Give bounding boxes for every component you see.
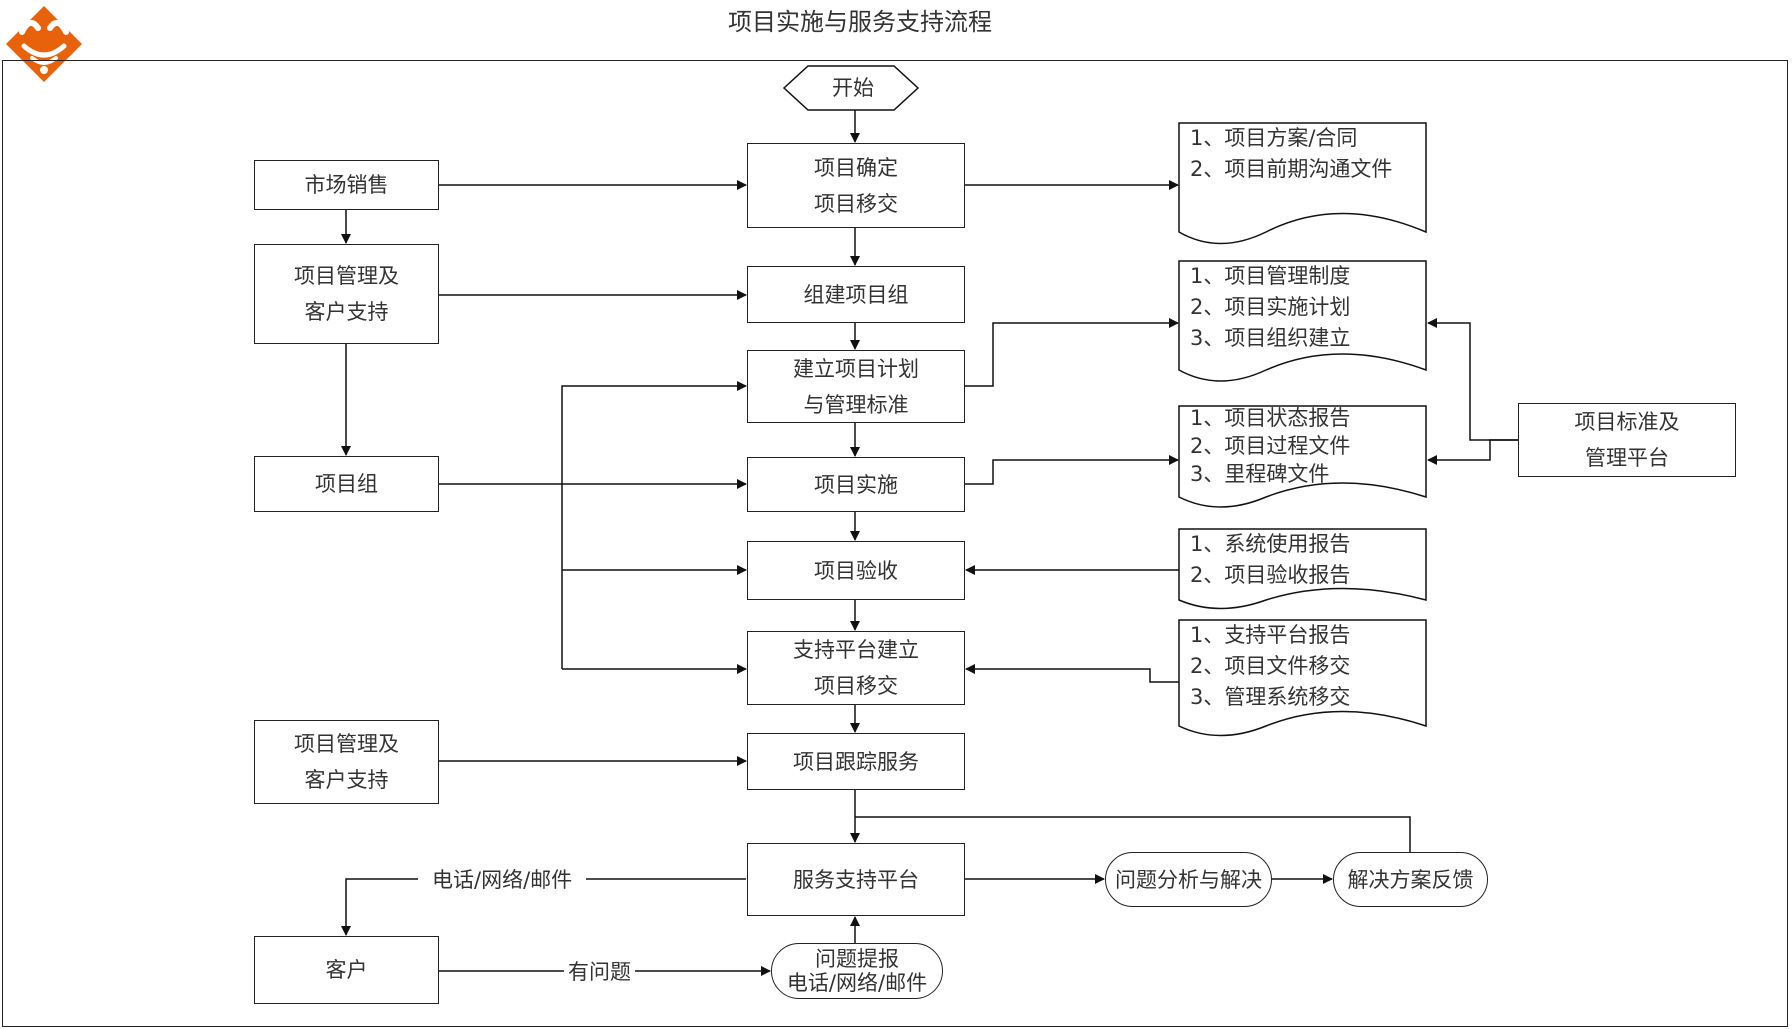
box-build-team: 组建项目组: [747, 266, 965, 323]
doc-shape-5: [1178, 619, 1427, 737]
box-customer-label: 客户: [325, 958, 368, 982]
box-acceptance: 项目验收: [747, 541, 965, 600]
doc-4-item-2: 2、项目验收报告: [1190, 563, 1351, 587]
start-label: 开始: [832, 72, 874, 102]
box-project-confirm-line1: 项目确定: [814, 155, 898, 180]
box-standard-platform: 项目标准及 管理平台: [1518, 403, 1736, 477]
box-standard-platform-line1: 项目标准及: [1574, 410, 1680, 434]
box-project-confirm-line2: 项目移交: [814, 191, 898, 216]
box-standard-platform-line2: 管理平台: [1585, 446, 1669, 470]
pill-problem-report-line2: 电话/网络/邮件: [786, 971, 928, 995]
box-implementation-label: 项目实施: [814, 472, 898, 497]
box-project-plan-line1: 建立项目计划: [793, 356, 919, 381]
doc-list-4: 1、系统使用报告 2、项目验收报告: [1190, 529, 1350, 591]
box-service-platform-label: 服务支持平台: [793, 867, 919, 892]
pill-solution-feedback-label: 解决方案反馈: [1347, 867, 1474, 892]
doc-shape-4: [1178, 528, 1427, 610]
box-tracking-service-label: 项目跟踪服务: [793, 749, 919, 774]
box-pm-support-1-line2: 客户支持: [304, 300, 389, 324]
doc-1-item-1: 1、项目方案/合同: [1190, 126, 1358, 150]
box-support-build-line1: 支持平台建立: [793, 638, 919, 662]
box-pm-support-2: 项目管理及 客户支持: [254, 720, 439, 804]
doc-list-2: 1、项目管理制度 2、项目实施计划 3、项目组织建立: [1190, 261, 1350, 354]
box-project-group-label: 项目组: [315, 472, 378, 496]
box-market-sales-label: 市场销售: [304, 173, 389, 197]
doc-2-item-1: 1、项目管理制度: [1190, 264, 1351, 288]
diagram-frame: [2, 60, 1788, 1027]
pill-problem-analysis: 问题分析与解决: [1105, 852, 1272, 907]
box-pm-support-1-line1: 项目管理及: [294, 264, 399, 288]
box-project-group: 项目组: [254, 456, 439, 512]
box-market-sales: 市场销售: [254, 160, 439, 210]
box-project-plan: 建立项目计划 与管理标准: [747, 350, 965, 423]
pill-problem-report-line1: 问题提报: [815, 947, 899, 971]
doc-shape-3: [1178, 405, 1427, 508]
box-build-team-label: 组建项目组: [803, 282, 909, 307]
doc-list-5: 1、支持平台报告 2、项目文件移交 3、管理系统移交: [1190, 620, 1350, 713]
pill-problem-report: 问题提报 电话/网络/邮件: [771, 943, 943, 999]
doc-shape-1: [1178, 122, 1427, 245]
doc-5-item-3: 3、管理系统移交: [1190, 685, 1351, 709]
doc-3-item-2: 2、项目过程文件: [1190, 434, 1351, 458]
box-service-platform: 服务支持平台: [747, 843, 965, 916]
box-tracking-service: 项目跟踪服务: [747, 733, 965, 790]
box-support-build: 支持平台建立 项目移交: [747, 631, 965, 705]
box-implementation: 项目实施: [747, 457, 965, 512]
doc-1-item-2: 2、项目前期沟通文件: [1190, 157, 1393, 181]
doc-5-item-1: 1、支持平台报告: [1190, 623, 1351, 647]
pill-problem-analysis-label: 问题分析与解决: [1115, 867, 1262, 892]
doc-5-item-2: 2、项目文件移交: [1190, 654, 1351, 678]
contact-channel-label: 电话/网络/邮件: [418, 864, 587, 894]
doc-3-item-1: 1、项目状态报告: [1190, 406, 1351, 430]
doc-list-1: 1、项目方案/合同 2、项目前期沟通文件: [1190, 123, 1392, 185]
doc-4-item-1: 1、系统使用报告: [1190, 532, 1351, 556]
doc-list-3: 1、项目状态报告 2、项目过程文件 3、里程碑文件: [1190, 404, 1350, 488]
box-pm-support-2-line1: 项目管理及: [294, 732, 399, 756]
doc-3-item-3: 3、里程碑文件: [1190, 462, 1330, 486]
doc-2-item-2: 2、项目实施计划: [1190, 295, 1351, 319]
box-project-plan-line2: 与管理标准: [803, 392, 909, 417]
box-pm-support-1: 项目管理及 客户支持: [254, 244, 439, 344]
box-support-build-line2: 项目移交: [814, 674, 898, 698]
box-project-confirm: 项目确定 项目移交: [747, 143, 965, 228]
brand-logo-icon: [6, 6, 82, 82]
box-acceptance-label: 项目验收: [814, 558, 898, 583]
pill-solution-feedback: 解决方案反馈: [1333, 852, 1488, 907]
box-customer: 客户: [254, 936, 439, 1004]
box-pm-support-2-line2: 客户支持: [304, 768, 389, 792]
doc-shape-2: [1178, 260, 1427, 382]
page-title: 项目实施与服务支持流程: [728, 8, 992, 36]
doc-2-item-3: 3、项目组织建立: [1190, 326, 1351, 350]
has-problem-label: 有问题: [564, 956, 635, 986]
